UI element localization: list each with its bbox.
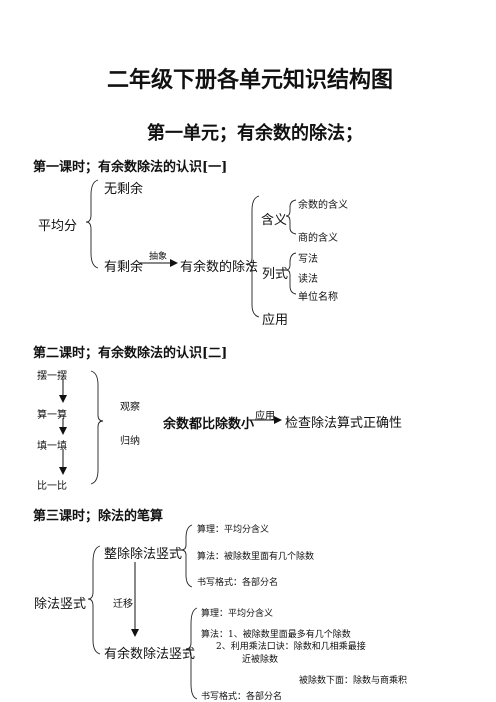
- brace-lesson1-target: [246, 195, 260, 318]
- lesson1-target: 有余数的除法: [180, 260, 259, 275]
- lesson1-heading: 第一课时；有余数除法的认识[一]: [33, 160, 228, 175]
- lesson2-step-4: 比一比: [37, 481, 67, 492]
- page-title: 二年级下册各单元知识结构图: [107, 67, 394, 93]
- lesson1-formula: 列式: [262, 267, 289, 282]
- lesson2-check: 检查除法算式正确性: [285, 416, 403, 431]
- unit-title: 第一单元；有余数的除法；: [147, 123, 363, 144]
- lesson3-rem-format: 书写格式：各部分名: [201, 692, 283, 702]
- lesson3-heading: 第三课时；除法的笔算: [33, 509, 164, 524]
- lesson1-meaning: 含义: [261, 213, 288, 228]
- lesson3-rem-below: 被除数下面：除数与商乘积: [299, 676, 408, 686]
- lesson3-exact-item-1: 算理：平均分含义: [197, 525, 270, 535]
- lesson3-remainder: 有余数除法竖式: [104, 647, 196, 662]
- lesson2-observe: 观察: [120, 402, 140, 413]
- brace-lesson3-root: [87, 545, 101, 655]
- lesson2-summarize: 归纳: [120, 436, 140, 447]
- lesson1-root: 平均分: [38, 219, 78, 234]
- lesson3-rem-principle: 算理：平均分含义: [201, 609, 274, 619]
- lesson2-apply: 应用: [255, 411, 275, 422]
- brace-lesson1-root: [85, 179, 99, 269]
- brace-lesson1-formula: [285, 252, 297, 295]
- lesson1-formula-item-2: 读法: [298, 274, 318, 285]
- lesson1-formula-item-1: 写法: [298, 254, 318, 265]
- lesson3-root: 除法竖式: [34, 597, 87, 612]
- brace-lesson2: [90, 370, 104, 485]
- lesson2-step-3: 填一填: [37, 441, 67, 452]
- lesson2-step-1: 摆一摆: [37, 371, 67, 382]
- lesson1-application: 应用: [262, 313, 289, 328]
- brace-lesson3-remainder: [185, 607, 198, 700]
- lesson1-meaning-item-2: 商的含义: [298, 233, 338, 244]
- lesson2-step-2: 算一算: [37, 410, 67, 421]
- lesson3-exact-item-3: 书写格式：各部分名: [197, 578, 279, 588]
- lesson3-transfer: 迁移: [113, 599, 133, 610]
- lesson2-heading: 第二课时；有余数除法的认识[二]: [33, 346, 228, 361]
- lesson3-exact: 整除除法竖式: [104, 547, 183, 562]
- lesson3-rem-method-3: 近被除数: [242, 655, 279, 665]
- lesson1-formula-item-3: 单位名称: [298, 292, 338, 303]
- lesson3-rem-method-1: 算法：1、被除数里面最多有几个除数: [201, 630, 351, 640]
- lesson1-meaning-item-1: 余数的含义: [298, 200, 348, 211]
- lesson1-remainder: 有剩余: [104, 260, 144, 275]
- lesson1-arrow-label: 抽象: [149, 252, 168, 262]
- brace-lesson1-meaning: [285, 199, 297, 235]
- lesson1-no-remainder: 无剩余: [104, 182, 144, 197]
- lesson3-exact-item-2: 算法：被除数里面有几个除数: [197, 552, 315, 562]
- lesson3-rem-method-2: 2、利用乘法口诀：除数和几相乘最接: [216, 642, 366, 652]
- brace-lesson3-exact: [180, 524, 193, 588]
- lesson2-conclusion: 余数都比除数小: [163, 417, 255, 432]
